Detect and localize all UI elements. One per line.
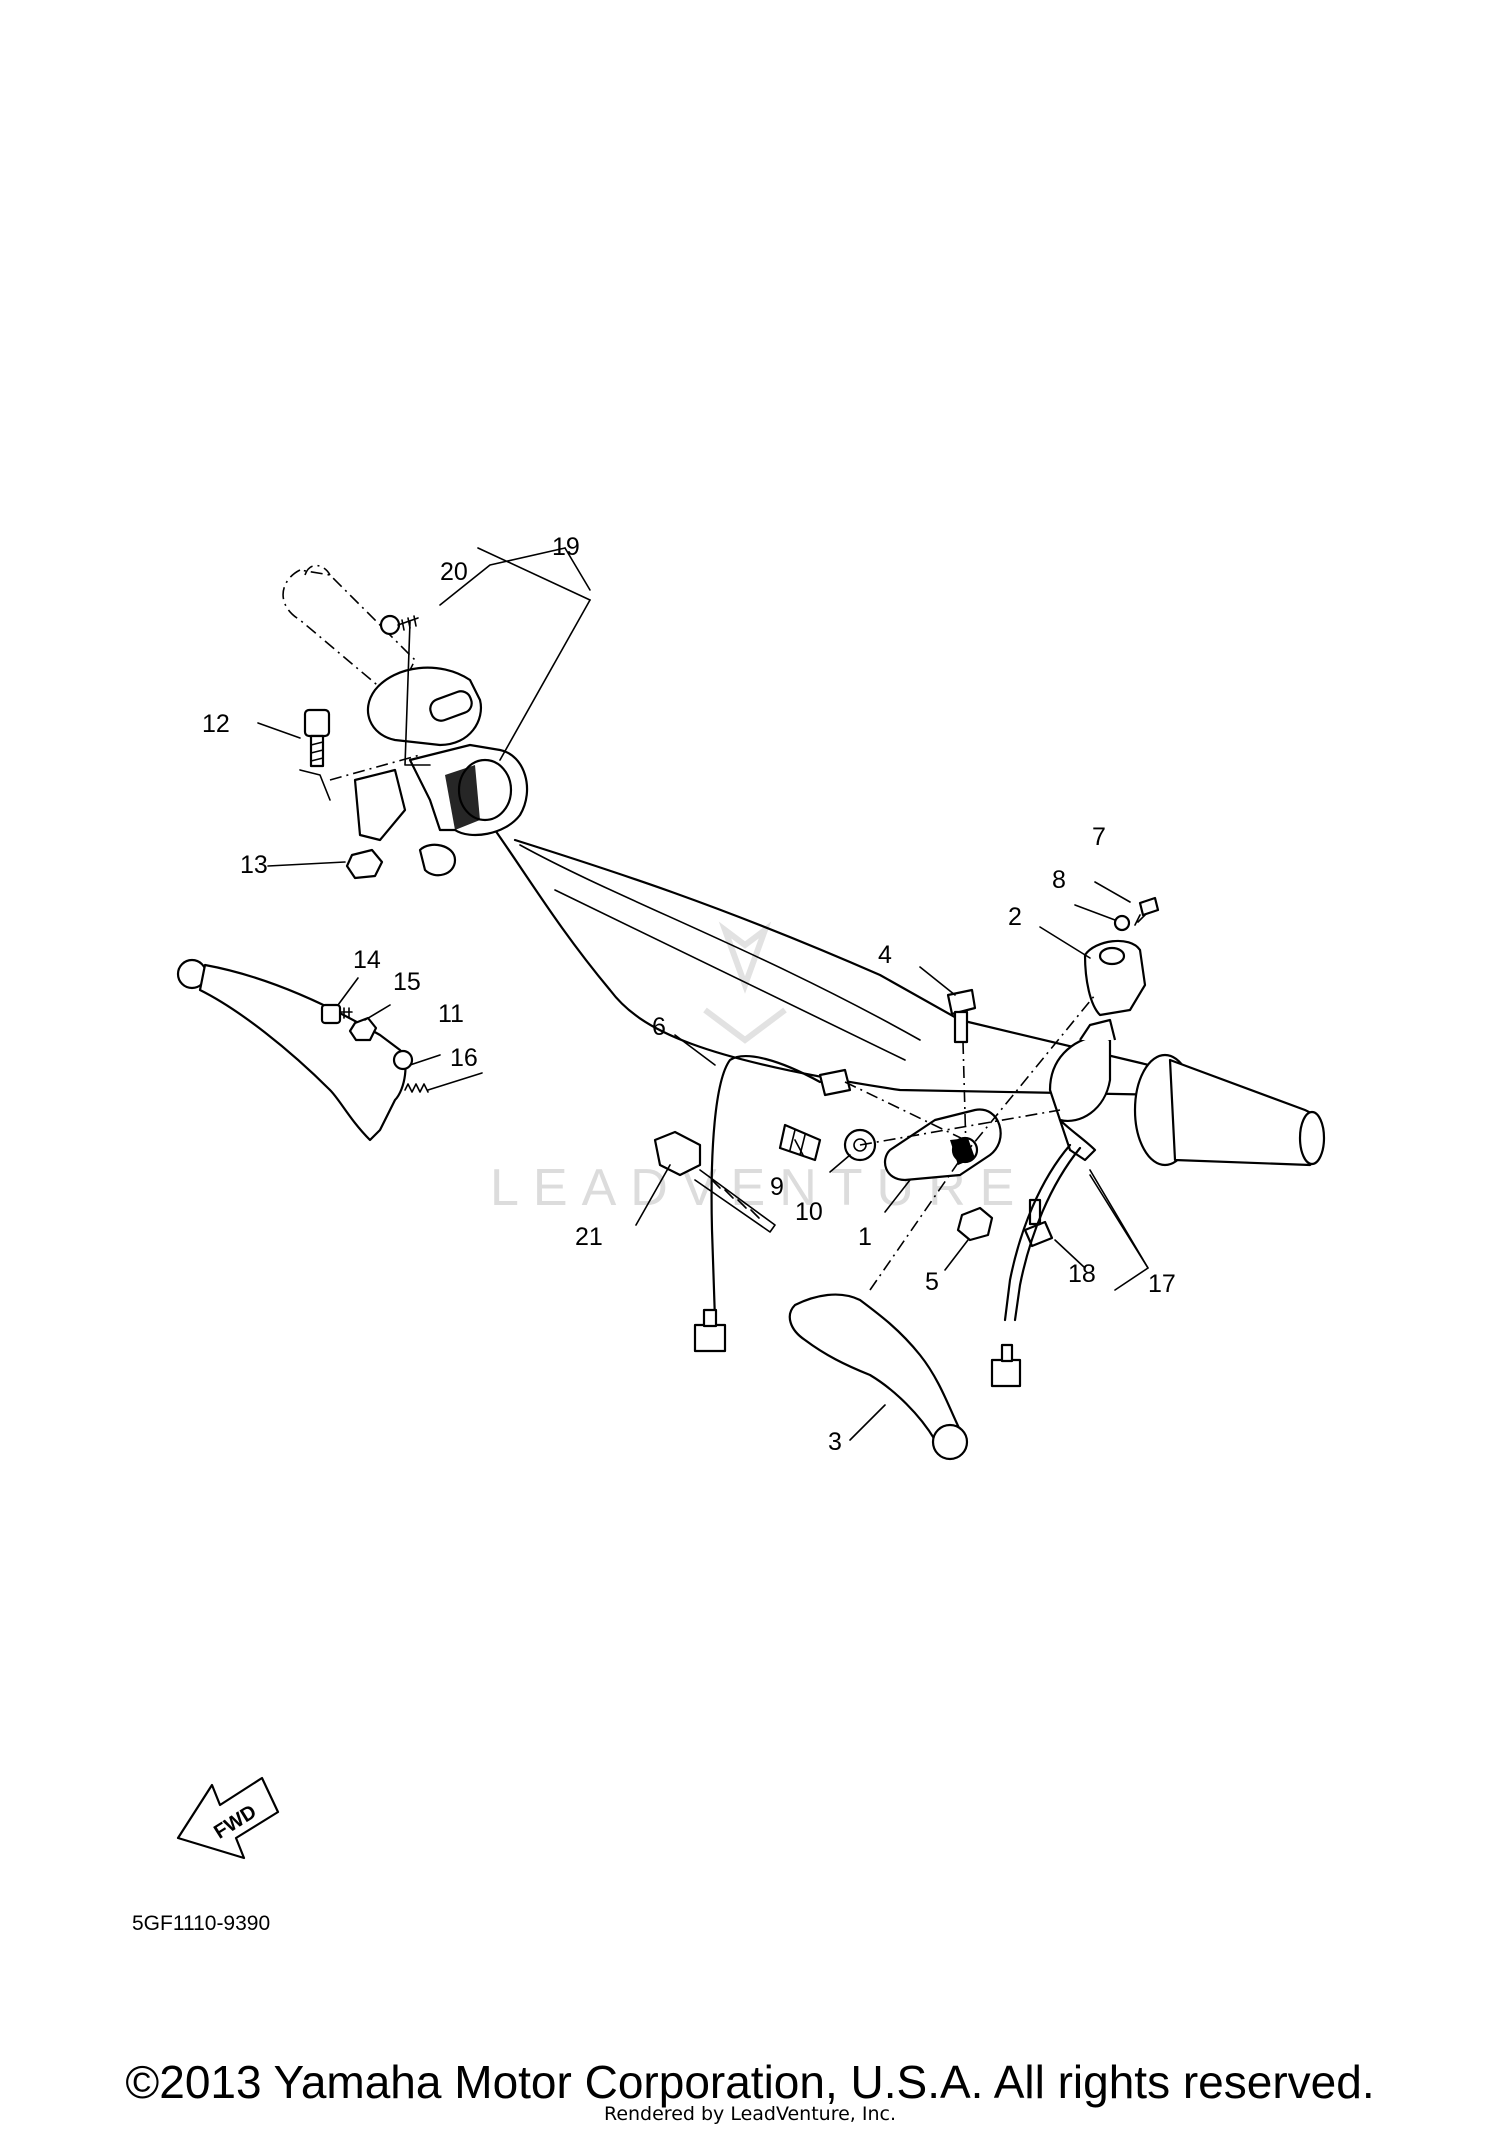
callout-3: 3 bbox=[828, 1428, 842, 1456]
left-switch-housing bbox=[353, 666, 529, 877]
callout-9: 9 bbox=[770, 1173, 784, 1201]
callout-14: 14 bbox=[353, 946, 381, 974]
callout-10: 10 bbox=[795, 1198, 823, 1226]
callout-11: 11 bbox=[438, 1000, 464, 1028]
nut-13 bbox=[345, 848, 384, 880]
callout-18: 18 bbox=[1068, 1260, 1096, 1288]
spring-16 bbox=[404, 1083, 429, 1093]
right-switch-17 bbox=[1048, 1018, 1117, 1162]
callout-1: 1 bbox=[858, 1223, 872, 1251]
callout-7: 7 bbox=[1092, 823, 1106, 851]
callout-17: 17 bbox=[1148, 1270, 1176, 1298]
nut-5 bbox=[956, 1206, 994, 1242]
lever-holder-1 bbox=[883, 1108, 1002, 1182]
right-grip bbox=[1133, 1053, 1326, 1167]
washer-8 bbox=[1113, 914, 1131, 932]
bolt-12 bbox=[303, 708, 331, 768]
callout-20: 20 bbox=[440, 558, 468, 586]
callout-16: 16 bbox=[450, 1044, 478, 1072]
bolt-4 bbox=[946, 988, 977, 1044]
rendered-by-credit: Rendered by LeadVenture, Inc. bbox=[603, 2103, 897, 2125]
callout-2: 2 bbox=[1008, 903, 1022, 931]
callout-8: 8 bbox=[1052, 866, 1066, 894]
diagram-code: 5GF1110-9390 bbox=[132, 1912, 270, 1935]
callout-13: 13 bbox=[240, 851, 268, 879]
callout-4: 4 bbox=[878, 941, 892, 969]
screw-7 bbox=[1134, 896, 1160, 926]
callout-15: 15 bbox=[393, 968, 421, 996]
adjuster-9 bbox=[778, 1123, 822, 1162]
screw-20 bbox=[379, 614, 419, 636]
callout-labels: 1 2 3 4 5 6 7 8 9 10 11 12 13 14 15 16 1… bbox=[202, 533, 1176, 1456]
bolt-14 bbox=[320, 1003, 353, 1025]
watermark-logo bbox=[703, 921, 787, 1044]
right-switch-cable bbox=[990, 1143, 1082, 1388]
callout-6: 6 bbox=[652, 1013, 666, 1041]
callout-21: 21 bbox=[575, 1223, 603, 1251]
copyright-notice: ©2013 Yamaha Motor Corporation, U.S.A. A… bbox=[125, 2056, 1375, 2108]
fwd-arrow-icon: FWD bbox=[176, 1776, 280, 1860]
callout-12: 12 bbox=[202, 710, 230, 738]
callout-19: 19 bbox=[552, 533, 580, 561]
right-lever-3 bbox=[788, 1293, 969, 1461]
left-lever bbox=[176, 958, 414, 1142]
leader-lines bbox=[257, 547, 1149, 1441]
bracket-2 bbox=[1083, 939, 1147, 1017]
clutch-switch-6 bbox=[693, 1055, 852, 1353]
cable-tie-21 bbox=[653, 1130, 776, 1233]
handlebar bbox=[493, 828, 1172, 1097]
callout-5: 5 bbox=[925, 1268, 939, 1296]
